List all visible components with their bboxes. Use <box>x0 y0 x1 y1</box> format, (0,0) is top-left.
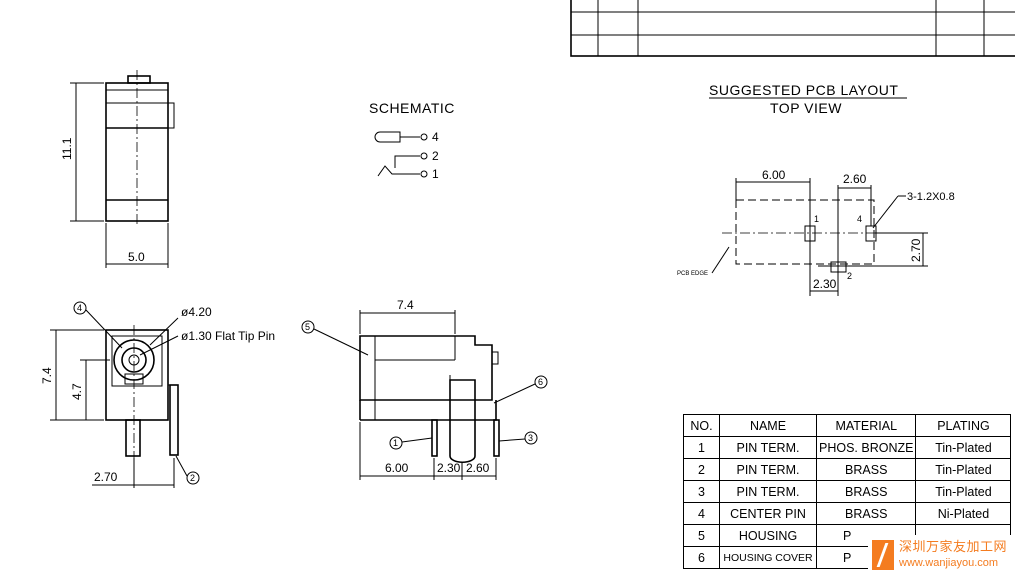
schematic-title: SCHEMATIC <box>369 100 455 116</box>
height-dim: 7.4 <box>40 367 54 384</box>
header-no: NO. <box>683 414 720 437</box>
cell-name: PIN TERM. <box>719 480 817 503</box>
offset-dim: 2.70 <box>94 470 118 484</box>
outer-diameter-callout: ø4.20 <box>181 305 212 319</box>
pin-2-label: 2 <box>432 149 439 163</box>
table-header-row: NO. NAME MATERIAL PLATING <box>683 414 1012 437</box>
cell-name: HOUSING <box>719 524 817 547</box>
watermark: 深圳万家友加工网 www.wanjiayou.com <box>868 535 1015 575</box>
pcb-dim-6-00: 6.00 <box>762 168 786 182</box>
balloon-6: 6 <box>538 377 543 387</box>
title-block <box>570 0 1015 57</box>
watermark-cn: 深圳万家友加工网 <box>899 539 1008 554</box>
side-view: 7.4 6.00 2.30 2.60 5 6 1 3 <box>301 298 548 480</box>
cell-no: 1 <box>683 436 720 459</box>
rear-view: 7.4 4.7 2.70 4 2 ø4.20 ø1.30 Flat Tip Pi… <box>40 301 275 488</box>
pin-4-label: 4 <box>432 130 439 144</box>
dim-2-60: 2.60 <box>466 461 490 475</box>
hole-note: 3-1.2X0.8 <box>907 191 955 203</box>
cell-name: CENTER PIN <box>719 502 817 525</box>
watermark-logo-icon <box>872 540 894 570</box>
cell-plating: Tin-Plated <box>915 480 1012 503</box>
pcb-pin-1: 1 <box>814 214 819 224</box>
pcb-dim-2-70: 2.70 <box>909 238 923 262</box>
cell-no: 6 <box>683 546 720 569</box>
cell-material: BRASS <box>815 480 917 503</box>
pcb-pin-2: 2 <box>847 271 852 281</box>
pcb-edge-label: PCB EDGE <box>677 271 708 277</box>
center-dim: 4.7 <box>70 383 84 400</box>
pcb-dim-2-30: 2.30 <box>813 277 837 291</box>
schematic: SCHEMATIC 4 2 1 <box>369 100 455 181</box>
pcb-layout: SUGGESTED PCB LAYOUT TOP VIEW 1 4 2 6.00… <box>677 82 955 296</box>
balloon-2: 2 <box>190 473 195 483</box>
cell-name: HOUSING COVER <box>719 546 817 569</box>
width-dim: 5.0 <box>128 250 145 264</box>
cell-material: BRASS <box>815 502 917 525</box>
balloon-1: 1 <box>393 438 398 448</box>
top-dim: 7.4 <box>397 298 414 312</box>
inner-diameter-callout: ø1.30 Flat Tip Pin <box>181 329 275 343</box>
front-view: 11.1 5.0 <box>60 70 175 268</box>
header-plating: PLATING <box>915 414 1012 437</box>
cell-plating: Tin-Plated <box>915 436 1012 459</box>
cell-no: 4 <box>683 502 720 525</box>
watermark-url: www.wanjiayou.com <box>899 557 999 569</box>
cell-plating: Tin-Plated <box>915 458 1012 481</box>
height-dim: 11.1 <box>60 137 74 160</box>
pcb-subtitle: TOP VIEW <box>770 100 842 116</box>
cell-name: PIN TERM. <box>719 436 817 459</box>
cell-no: 3 <box>683 480 720 503</box>
cell-plating: Ni-Plated <box>915 502 1012 525</box>
cell-material: BRASS <box>815 458 917 481</box>
cell-material: PHOS. BRONZE <box>815 436 917 459</box>
header-name: NAME <box>719 414 817 437</box>
pcb-title: SUGGESTED PCB LAYOUT <box>709 82 898 98</box>
balloon-5: 5 <box>305 322 310 332</box>
cell-no: 2 <box>683 458 720 481</box>
pcb-dim-2-60: 2.60 <box>843 172 867 186</box>
header-material: MATERIAL <box>815 414 917 437</box>
dim-6-00: 6.00 <box>385 461 409 475</box>
balloon-4: 4 <box>77 303 82 313</box>
dim-2-30: 2.30 <box>437 461 461 475</box>
balloon-3: 3 <box>528 433 533 443</box>
pin-1-label: 1 <box>432 167 439 181</box>
cell-name: PIN TERM. <box>719 458 817 481</box>
cell-no: 5 <box>683 524 720 547</box>
pcb-pin-4: 4 <box>857 214 862 224</box>
